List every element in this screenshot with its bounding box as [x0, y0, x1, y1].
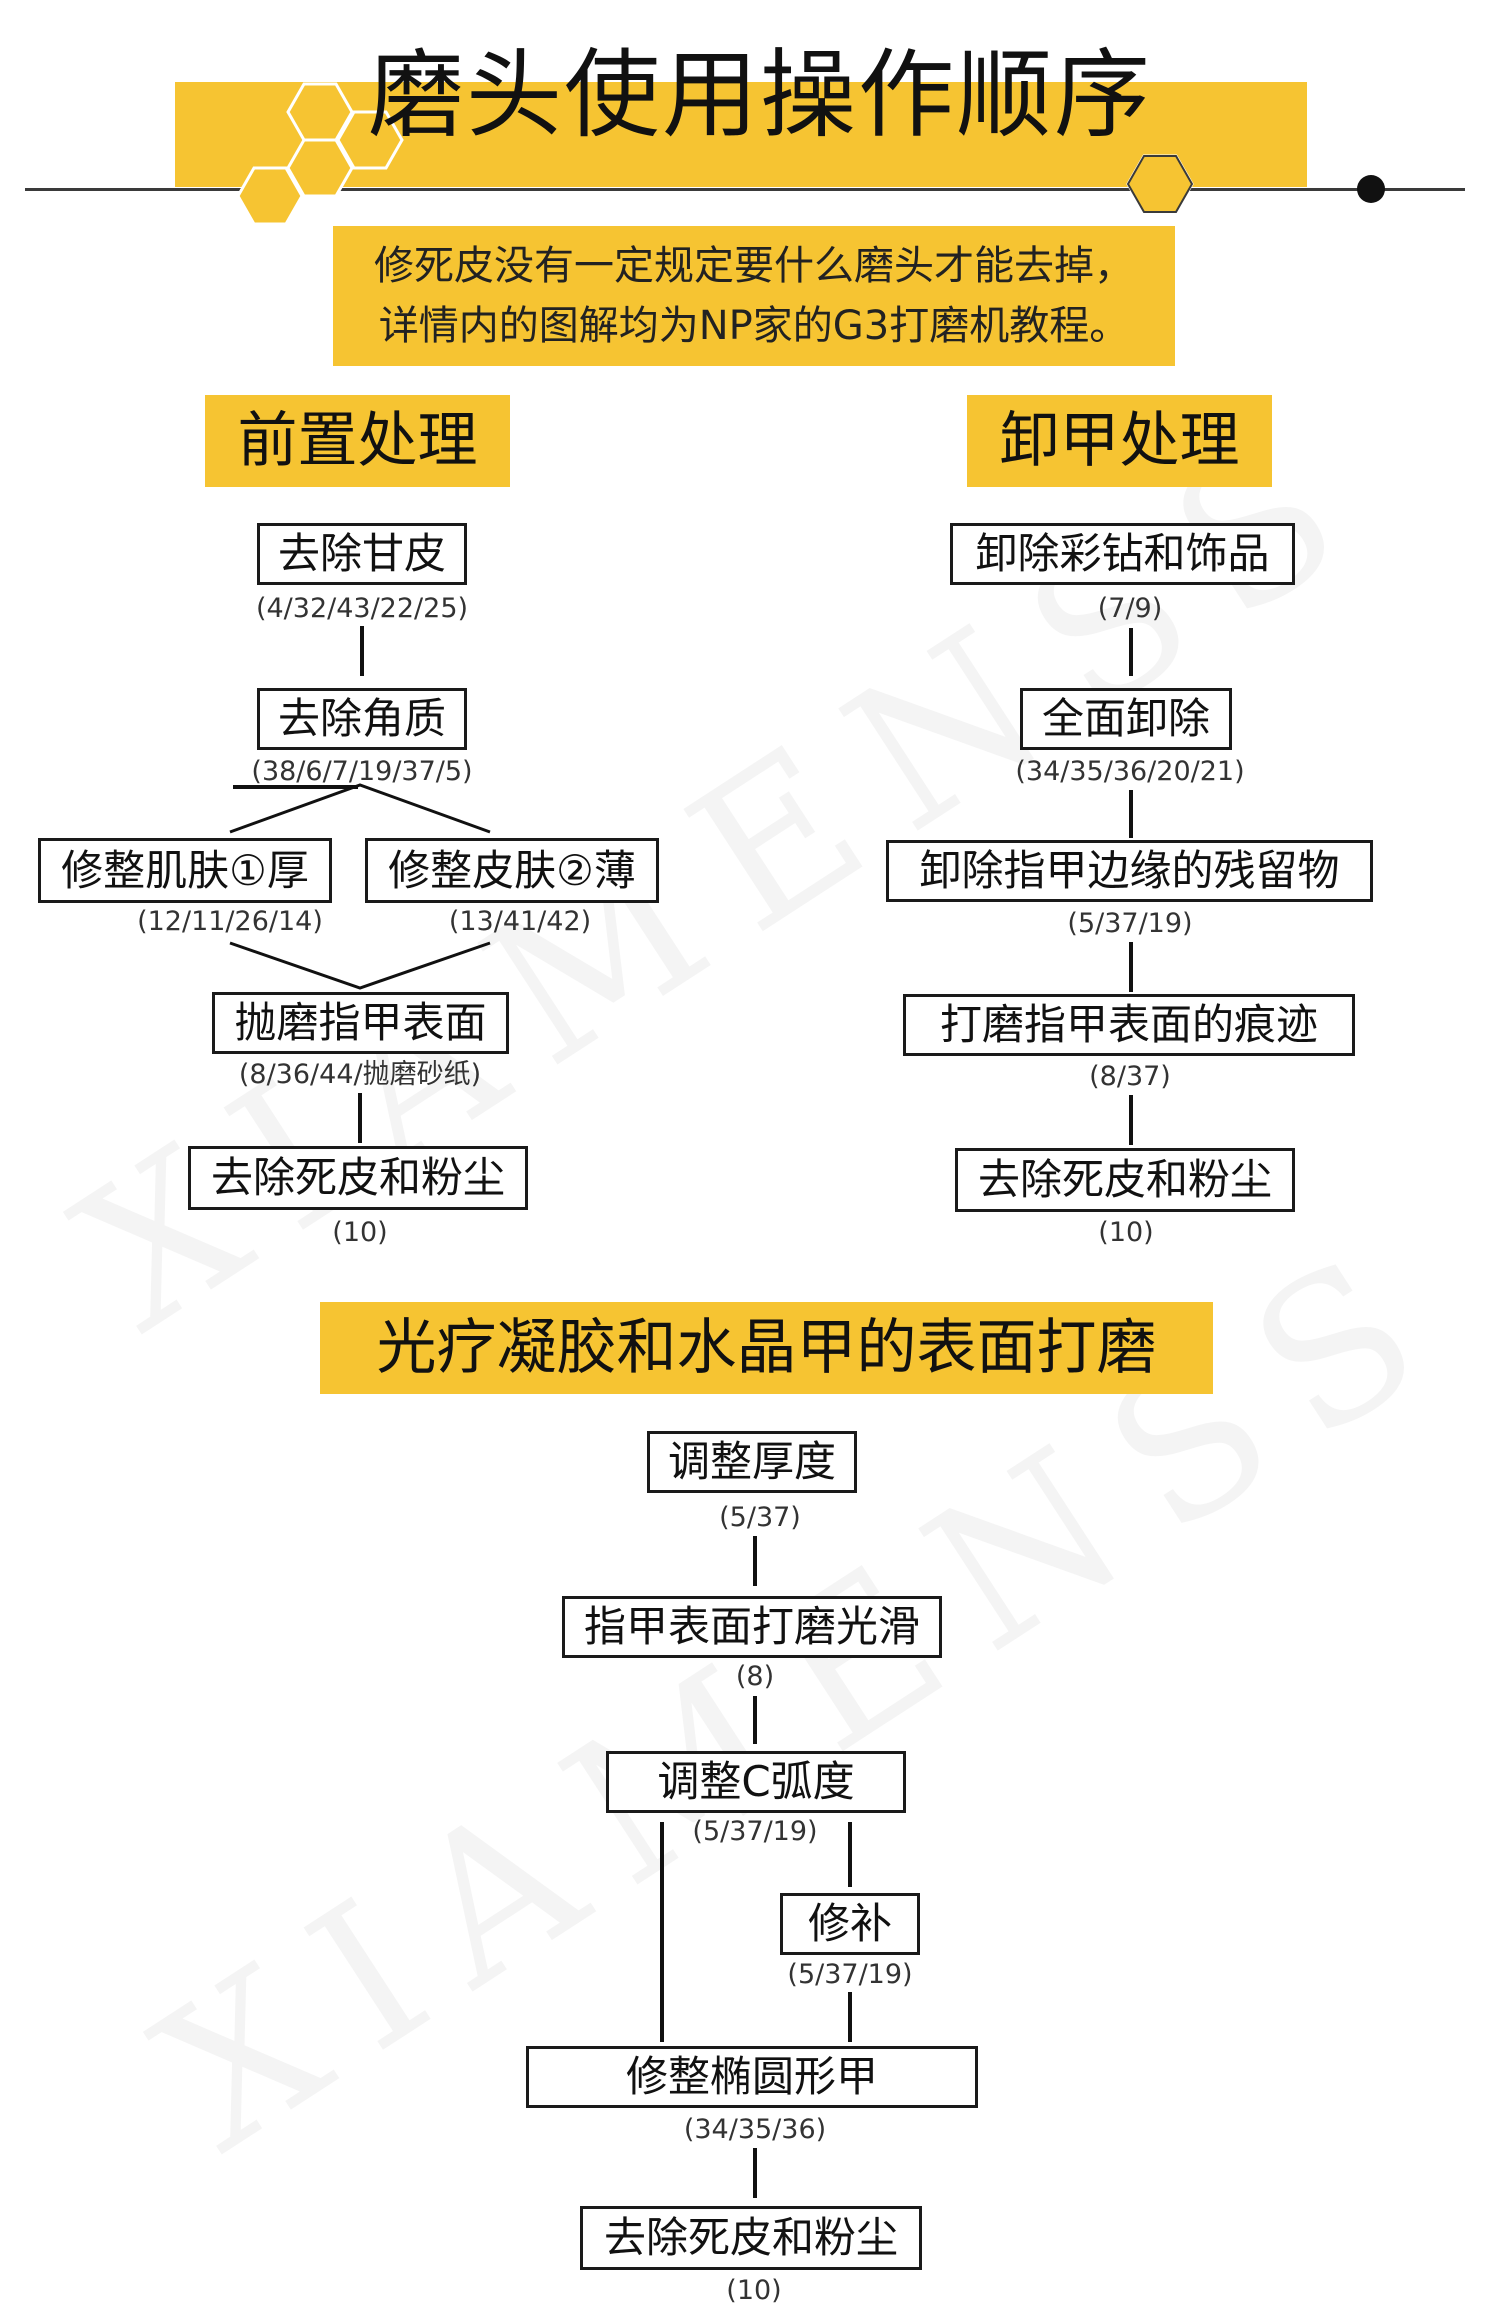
removal-step-4-codes: (8/37)	[1070, 1060, 1190, 1094]
removal-step-5-box: 去除死皮和粉尘	[955, 1148, 1295, 1212]
gel-connector	[753, 1536, 757, 1586]
pre-step-2-box: 去除角质	[257, 688, 467, 750]
pre-step-2-codes: (38/6/7/19/37/5)	[212, 755, 512, 789]
removal-connector	[1129, 1095, 1133, 1145]
gel-connector	[753, 1696, 757, 1744]
gel-connector	[753, 2148, 757, 2198]
pre-step-5-box: 去除死皮和粉尘	[188, 1146, 528, 1210]
gel-step-6-codes: (10)	[704, 2274, 804, 2308]
removal-step-1-codes: (7/9)	[1070, 592, 1190, 626]
pre-step-4-box: 抛磨指甲表面	[212, 992, 509, 1054]
gel-step-3-box: 调整C弧度	[606, 1751, 906, 1813]
removal-connector	[1129, 942, 1133, 992]
gel-step-5-codes: (34/35/36)	[670, 2113, 840, 2147]
pre-step-3b-box: 修整皮肤②薄	[365, 838, 659, 903]
gel-step-6-box: 去除死皮和粉尘	[580, 2206, 922, 2270]
removal-step-5-codes: (10)	[1076, 1216, 1176, 1250]
pre-step-4-codes: (8/36/44/抛磨砂纸)	[200, 1058, 520, 1092]
gel-step-5-box: 修整椭圆形甲	[526, 2046, 978, 2108]
pre-step-3b-codes: (13/41/42)	[420, 905, 620, 939]
removal-connector	[1129, 628, 1133, 676]
removal-step-1-box: 卸除彩钻和饰品	[950, 523, 1295, 585]
pre-connector	[360, 626, 364, 676]
removal-step-2-box: 全面卸除	[1020, 688, 1232, 750]
gel-step-4-box: 修补	[780, 1893, 920, 1955]
removal-step-2-codes: (34/35/36/20/21)	[1000, 755, 1260, 789]
gel-step-1-box: 调整厚度	[647, 1431, 857, 1493]
pre-connector	[358, 1093, 362, 1143]
gel-connector	[848, 1992, 852, 2042]
gel-step-1-codes: (5/37)	[700, 1501, 820, 1535]
pre-step-1-box: 去除甘皮	[257, 523, 467, 585]
removal-step-3-box: 卸除指甲边缘的残留物	[886, 840, 1373, 902]
gel-step-2-codes: (8)	[720, 1660, 790, 1694]
pre-step-3a-codes: (12/11/26/14)	[110, 905, 350, 939]
pre-step-5-codes: (10)	[310, 1216, 410, 1250]
gel-connector	[848, 1822, 852, 1887]
removal-connector	[1129, 790, 1133, 838]
gel-step-2-box: 指甲表面打磨光滑	[562, 1596, 942, 1658]
gel-step-4-codes: (5/37/19)	[775, 1958, 925, 1992]
gel-connector	[660, 1822, 664, 2042]
pre-step-3a-box: 修整肌肤①厚	[38, 838, 332, 903]
removal-step-4-box: 打磨指甲表面的痕迹	[903, 994, 1355, 1056]
gel-step-3-codes: (5/37/19)	[680, 1815, 830, 1849]
pre-step-1-codes: (4/32/43/22/25)	[212, 592, 512, 626]
removal-step-3-codes: (5/37/19)	[1060, 907, 1200, 941]
